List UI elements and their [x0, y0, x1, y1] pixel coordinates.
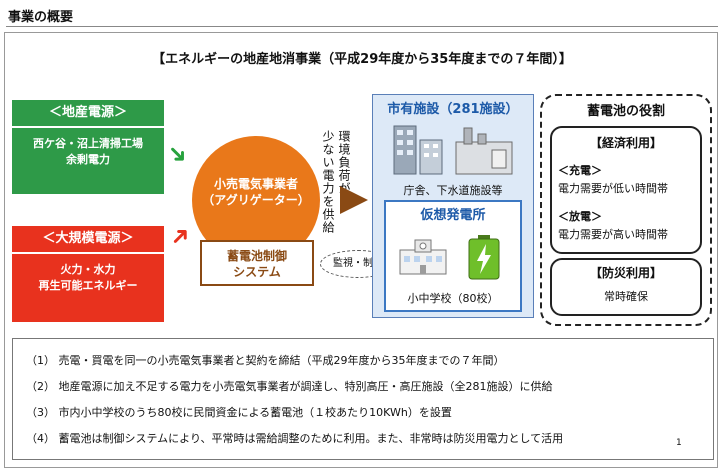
local-power-source: ＜地産電源＞ 西ケ谷・沼上清掃工場 余剰電力	[12, 100, 164, 194]
battery-control-system: 蓄電池制御 システム	[200, 240, 314, 286]
supply-arrow-icon	[340, 186, 368, 214]
note-item: （3） 市内小中学校のうち80校に民間資金による蓄電池（１校あたり10KWh）を…	[26, 406, 452, 419]
school-icon	[399, 239, 447, 275]
local-source-line2: 余剰電力	[66, 153, 110, 166]
title-divider	[6, 26, 718, 27]
supply-note: 環境負荷が 少ない電力を供給	[320, 130, 352, 260]
note-item: （1） 売電・買電を同一の小売電気事業者と契約を締結（平成29年度から35年度ま…	[26, 354, 505, 367]
large-source-line2: 再生可能エネルギー	[38, 279, 138, 292]
page-title: 事業の概要	[8, 10, 74, 25]
discharge-heading: ＜放電＞	[558, 210, 602, 223]
battery-role-title: 蓄電池の役割	[586, 104, 665, 119]
note-item: （2） 地産電源に加え不足する電力を小売電気事業者が調達し、特別高圧・高圧施設（…	[26, 380, 553, 393]
charge-description: 電力需要が低い時間帯	[558, 182, 668, 195]
local-source-heading: ＜地産電源＞	[12, 100, 164, 128]
virtual-power-plant-title: 仮想発電所	[420, 208, 486, 223]
large-source-line1: 火力・水力	[60, 263, 116, 276]
discharge-description: 電力需要が高い時間帯	[558, 228, 668, 241]
school-caption: 小中学校（80校）	[407, 292, 499, 305]
notes-box	[12, 338, 714, 460]
battery-control-line2: システム	[233, 265, 281, 279]
economic-use-title: 【経済利用】	[589, 136, 662, 150]
charge-heading: ＜充電＞	[558, 164, 602, 177]
economic-use-box	[550, 126, 702, 254]
battery-control-line1: 蓄電池制御	[226, 249, 287, 263]
diagram-headline: 【エネルギーの地産地消事業（平成29年度から35年度までの７年間）】	[152, 52, 572, 67]
battery-icon	[468, 235, 500, 280]
aggregator-name: 小売電気事業者	[213, 177, 298, 191]
local-source-line1: 西ケ谷・沼上清掃工場	[33, 137, 143, 150]
diagram-frame	[4, 32, 718, 468]
city-buildings-icon	[393, 125, 513, 175]
disaster-use-box	[550, 258, 702, 316]
city-facilities-title: 市有施設（281施設）	[387, 102, 519, 117]
supply-note-col2: 少ない電力を供給	[321, 130, 335, 234]
page-number: 1	[676, 438, 682, 448]
large-power-source: ＜大規模電源＞ 火力・水力 再生可能エネルギー	[12, 226, 164, 322]
city-facilities-caption: 庁舎、下水道施設等	[403, 184, 503, 197]
large-source-heading: ＜大規模電源＞	[12, 226, 164, 254]
aggregator-subtitle: （アグリゲーター）	[202, 193, 310, 207]
note-item: （4） 蓄電池は制御システムにより、平常時は需給調整のために利用。また、非常時は…	[26, 432, 564, 445]
disaster-use-title: 【防災利用】	[589, 266, 662, 280]
battery-role-panel	[540, 94, 712, 326]
disaster-use-description: 常時確保	[604, 290, 648, 303]
supply-note-col1: 環境負荷が	[337, 130, 351, 195]
